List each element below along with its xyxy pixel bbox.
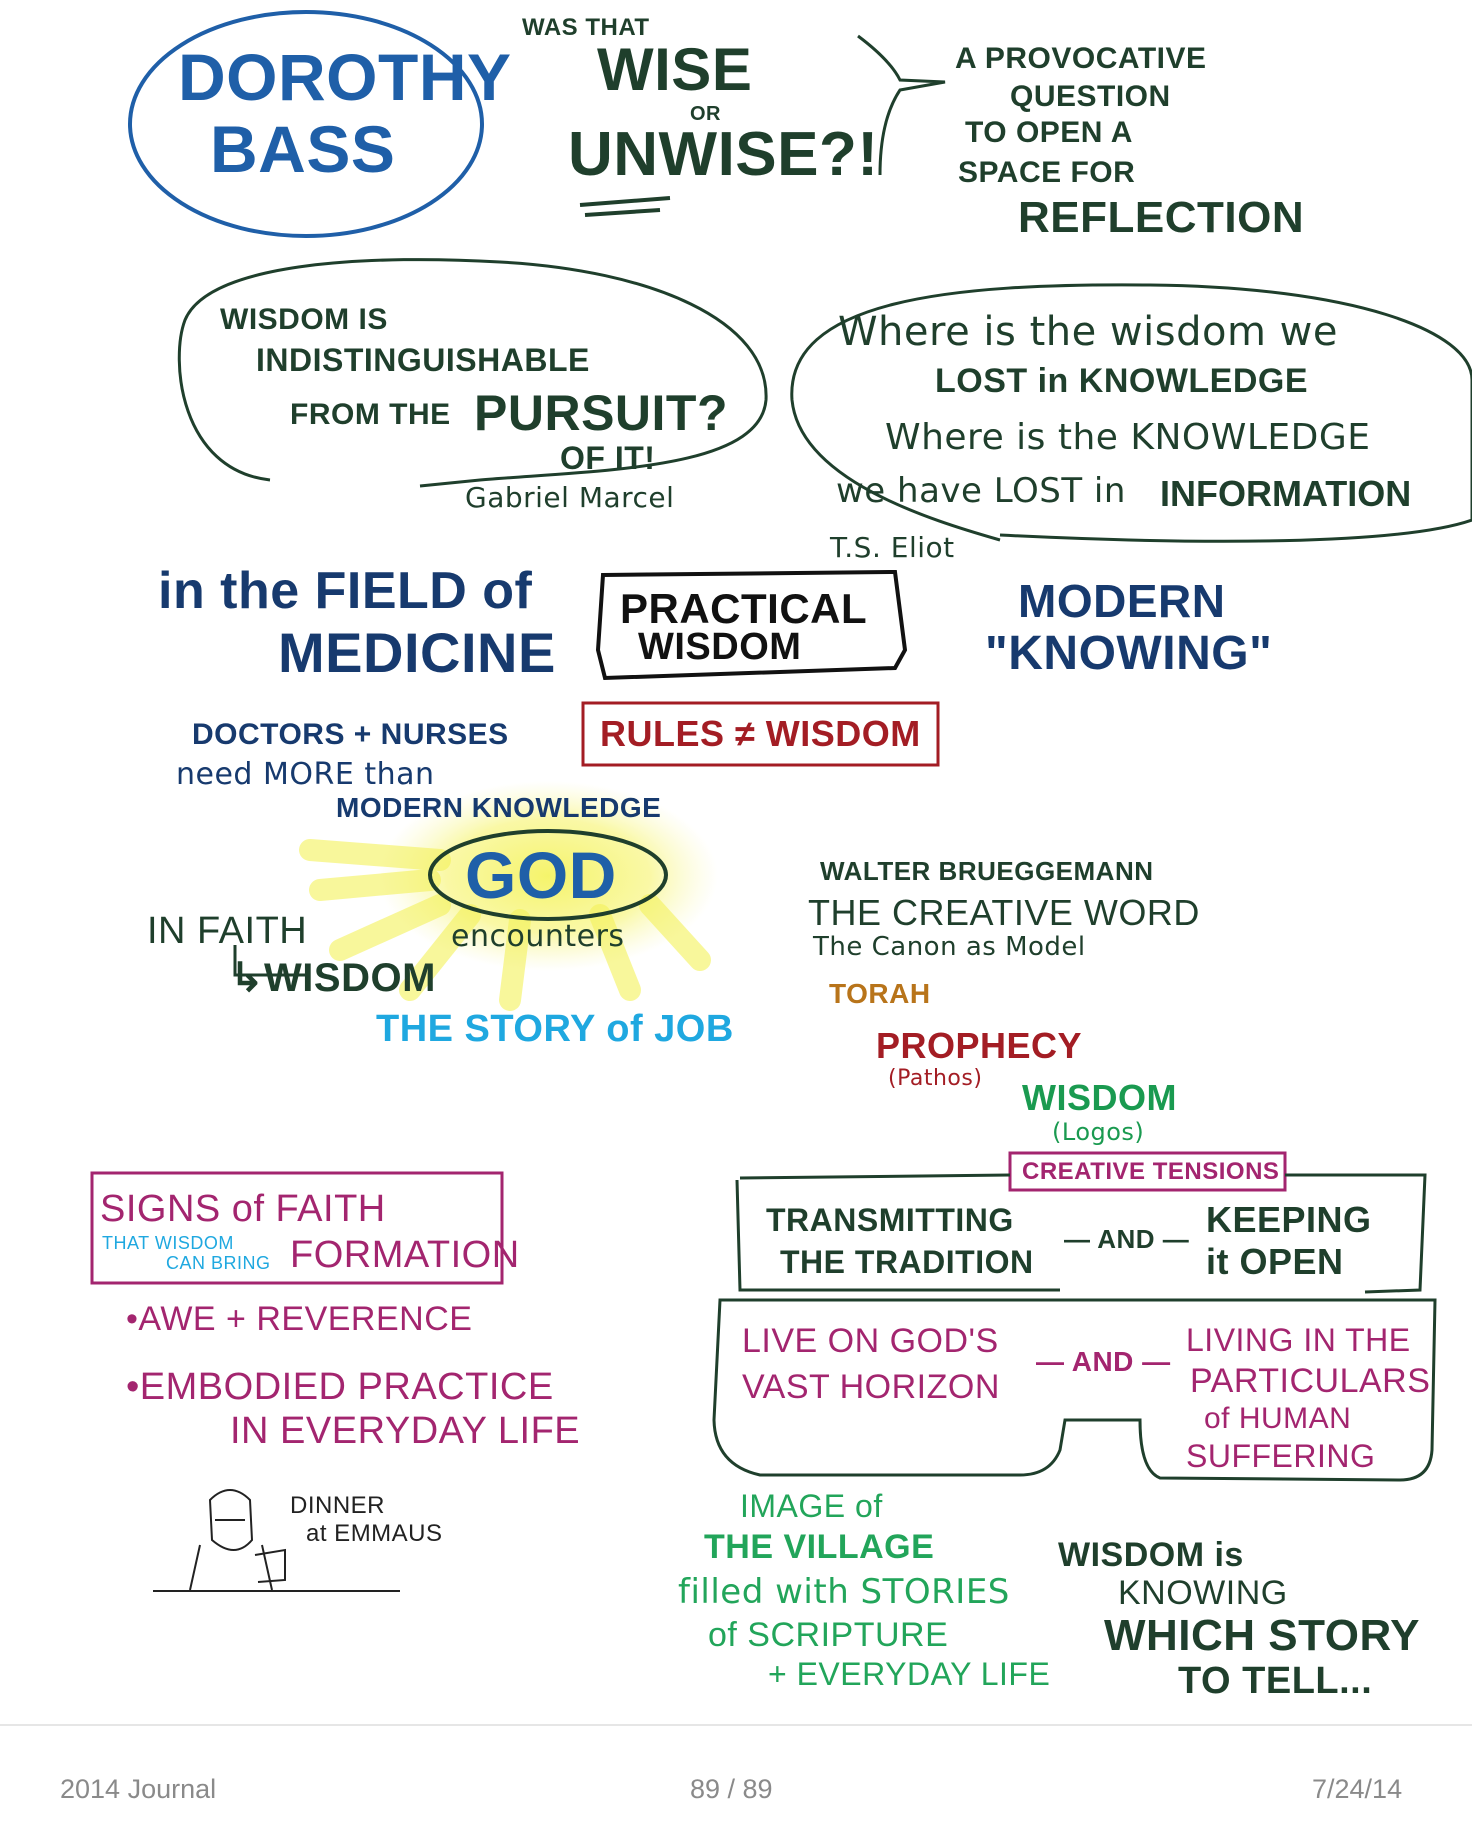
- was-that-text: WAS THAT: [522, 14, 650, 41]
- medicine-line1: in the FIELD of: [158, 562, 533, 620]
- tension1-right2: it OPEN: [1206, 1241, 1344, 1282]
- job-text: THE STORY of JOB: [376, 1008, 734, 1050]
- footer-page-counter: 89 / 89: [690, 1774, 773, 1804]
- eliot-author: T.S. Eliot: [830, 531, 955, 564]
- tension-frame-1: [735, 1173, 1427, 1294]
- brueggemann-author: WALTER BRUEGGEMANN: [820, 856, 1154, 886]
- story-line: WHICH STORY: [1104, 1611, 1420, 1660]
- tension1-left1: TRANSMITTING: [766, 1202, 1014, 1238]
- signs-sub2: CAN BRING: [166, 1253, 271, 1273]
- speaker-oval: [128, 10, 484, 238]
- tension1-right1: KEEPING: [1206, 1199, 1372, 1240]
- bracket: [857, 34, 946, 176]
- marcel-author: Gabriel Marcel: [465, 481, 675, 514]
- village-line: of SCRIPTURE: [708, 1616, 949, 1654]
- tension1-and: — AND —: [1064, 1224, 1190, 1254]
- tension-frame-2: [712, 1298, 1437, 1482]
- provocative-line: QUESTION: [1010, 80, 1171, 113]
- story-line: WISDOM is: [1058, 1536, 1244, 1574]
- tensions-label: CREATIVE TENSIONS: [1022, 1158, 1280, 1185]
- marcel-line: OF IT!: [560, 440, 656, 476]
- logos-text: (Logos): [1052, 1118, 1145, 1146]
- tension1-left2: THE TRADITION: [780, 1244, 1034, 1280]
- tensions-label-frame: [1008, 1151, 1287, 1192]
- eliot-line: we have LOST in: [836, 471, 1126, 511]
- wise-text: WISE: [597, 36, 753, 103]
- provocative-line: TO OPEN A: [965, 116, 1133, 149]
- story-line: KNOWING: [1118, 1574, 1288, 1612]
- god-glow: [299, 781, 718, 1011]
- tension2-right4: SUFFERING: [1186, 1438, 1376, 1474]
- speaker-name-first: DOROTHY: [178, 40, 512, 114]
- signs-frame: [90, 1171, 504, 1285]
- underline-unwise: [579, 196, 671, 217]
- wisdom-logos-text: WISDOM: [1022, 1077, 1177, 1118]
- provocative-line: REFLECTION: [1018, 193, 1305, 242]
- in-faith-text: IN FAITH: [147, 910, 308, 952]
- tension2-right2: PARTICULARS: [1190, 1362, 1431, 1400]
- provocative-line: SPACE FOR: [958, 156, 1136, 189]
- modern-line2: "KNOWING": [985, 627, 1273, 680]
- village-line: THE VILLAGE: [704, 1528, 935, 1566]
- unwise-text: UNWISE?!: [568, 120, 879, 189]
- marcel-line: FROM THE: [290, 398, 451, 431]
- brueggemann-subtitle: The Canon as Model: [813, 932, 1086, 962]
- tension2-right3: of HUMAN: [1204, 1402, 1352, 1435]
- signs-sub1: THAT WISDOM: [102, 1233, 234, 1253]
- doctors-line: MODERN KNOWLEDGE: [336, 792, 662, 823]
- modern-line1: MODERN: [1018, 575, 1226, 627]
- encounters-text: encounters: [451, 919, 625, 954]
- god-oval: [428, 829, 668, 921]
- doctors-line: need MORE than: [176, 757, 435, 792]
- tension2-right1: LIVING IN THE: [1186, 1322, 1411, 1358]
- eliot-line: INFORMATION: [1160, 473, 1412, 514]
- eliot-line: LOST in KNOWLEDGE: [935, 362, 1309, 400]
- rules-text: RULES ≠ WISDOM: [600, 713, 921, 754]
- footer-journal-title: 2014 Journal: [60, 1774, 217, 1804]
- footer-date: 7/24/14: [1312, 1774, 1403, 1804]
- medicine-line2: MEDICINE: [278, 621, 556, 684]
- wisdom-arrow-text: ↳WISDOM: [230, 956, 436, 1000]
- signs-bullet1: •AWE + REVERENCE: [126, 1300, 473, 1338]
- village-line: IMAGE of: [740, 1488, 883, 1524]
- eliot-bubble: [790, 283, 1472, 543]
- marcel-line: INDISTINGUISHABLE: [256, 342, 590, 378]
- signs-title2: FORMATION: [290, 1234, 520, 1276]
- tension2-and: — AND —: [1036, 1346, 1171, 1377]
- emmaus-line1: DINNER: [290, 1492, 386, 1519]
- tension2-left2: VAST HORIZON: [742, 1368, 1000, 1406]
- village-line: filled with STORIES: [678, 1572, 1010, 1612]
- signs-bullet2a: •EMBODIED PRACTICE: [126, 1366, 554, 1408]
- prophecy-text: PROPHECY: [876, 1025, 1083, 1066]
- village-line: + EVERYDAY LIFE: [768, 1656, 1051, 1692]
- rules-frame: [581, 701, 940, 767]
- marcel-line: PURSUIT?: [474, 385, 728, 441]
- or-text: OR: [690, 103, 721, 125]
- practical-line1: PRACTICAL: [620, 585, 868, 632]
- speaker-name-last: BASS: [210, 112, 396, 186]
- signs-bullet2b: IN EVERYDAY LIFE: [230, 1410, 581, 1452]
- practical-line2: WISDOM: [638, 626, 802, 668]
- pathos-text: (Pathos): [888, 1066, 983, 1091]
- emmaus-line2: at EMMAUS: [306, 1520, 443, 1547]
- brueggemann-title: THE CREATIVE WORD: [808, 892, 1200, 933]
- story-line: TO TELL...: [1178, 1660, 1373, 1702]
- eliot-line: Where is the wisdom we: [838, 309, 1338, 355]
- torah-text: TORAH: [829, 978, 931, 1009]
- provocative-line: A PROVOCATIVE: [955, 42, 1207, 75]
- marcel-bubble: [177, 258, 768, 488]
- god-text: GOD: [465, 838, 617, 912]
- eliot-line: Where is the KNOWLEDGE: [885, 417, 1371, 458]
- signs-title1: SIGNS of FAITH: [100, 1188, 386, 1230]
- arrow-wisdom: [233, 945, 310, 977]
- practical-wisdom-frame: [595, 569, 908, 681]
- emmaus-sketch: [153, 1489, 400, 1592]
- doctors-line: DOCTORS + NURSES: [192, 718, 509, 751]
- marcel-line: WISDOM IS: [220, 303, 388, 336]
- tension2-left1: LIVE ON GOD'S: [742, 1322, 999, 1360]
- footer-divider: [0, 1724, 1472, 1726]
